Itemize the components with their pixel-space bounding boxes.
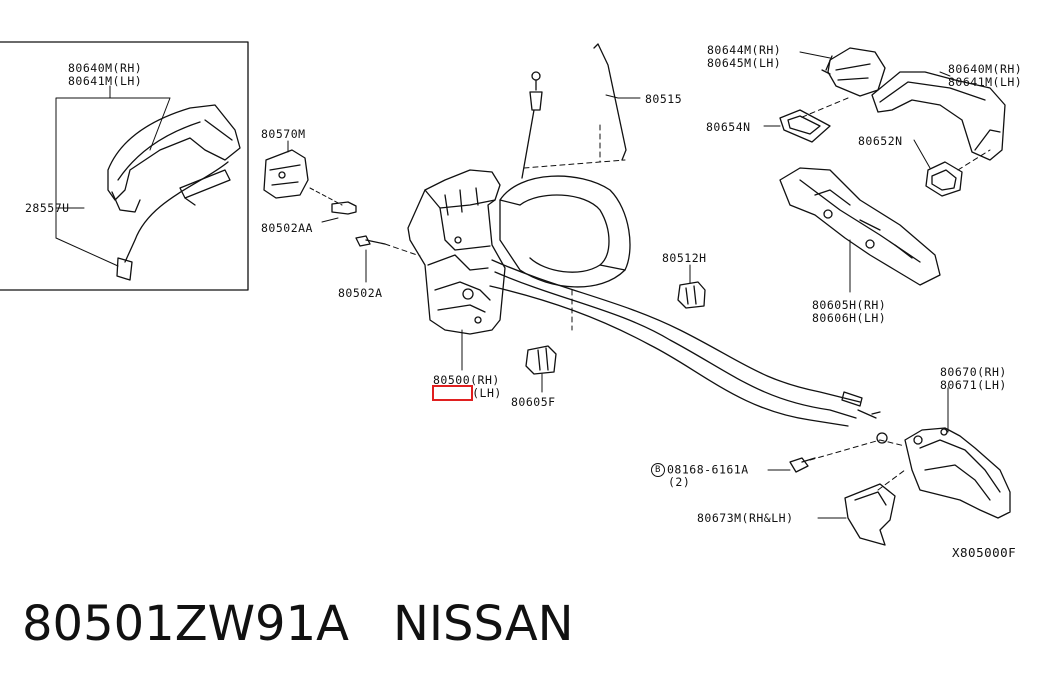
label-08168-qty: (2)	[668, 475, 691, 489]
label-80500-rh: 80500(RH)	[433, 373, 500, 387]
label-80641m-lh-left: 80641M(LH)	[68, 74, 143, 88]
label-80512h: 80512H	[662, 251, 707, 265]
inset-cable	[124, 161, 229, 263]
label-28557u: 28557U	[25, 201, 70, 215]
lock-rod	[593, 43, 627, 161]
label-80671-lh: 80671(LH)	[940, 378, 1007, 392]
clip-80512h	[677, 264, 706, 309]
inset-frame	[0, 41, 249, 291]
lock-knob-rod	[521, 79, 543, 179]
caption-part-number: 80501ZW91A	[22, 596, 349, 652]
door-lock-actuator	[407, 169, 506, 371]
bolt-80502a	[355, 235, 421, 283]
caption: 80501ZW91A NISSAN	[22, 596, 574, 652]
label-80645m-lh: 80645M(LH)	[707, 56, 782, 70]
bolt-08168	[767, 457, 816, 473]
bolt-marker-icon: B	[651, 463, 665, 477]
gasket-80654n	[763, 109, 831, 143]
gasket-80652n	[913, 139, 991, 197]
cable-guard	[499, 175, 631, 288]
screw-80502aa	[309, 187, 357, 223]
escutcheon-80644m	[799, 47, 886, 97]
handle-bracket-80605h	[779, 167, 941, 293]
label-80652n: 80652N	[858, 134, 903, 148]
label-80515: 80515	[645, 92, 683, 106]
label-80606h-lh: 80606H(LH)	[812, 311, 887, 325]
caption-brand: NISSAN	[392, 596, 574, 652]
label-80502aa: 80502AA	[261, 221, 313, 235]
label-80670-rh: 80670(RH)	[940, 365, 1007, 379]
label-80644m-rh: 80644M(RH)	[707, 43, 782, 57]
drawing-id: X805000F	[952, 545, 1017, 560]
label-80640m-rh-right: 80640M(RH)	[948, 62, 1023, 76]
label-80605h-rh: 80605H(RH)	[812, 298, 887, 312]
label-80501-suffix: (LH)	[472, 386, 502, 400]
label-80570m: 80570M	[261, 127, 306, 141]
label-80501-lh[interactable]: 80501(LH)	[431, 385, 502, 401]
label-80654n: 80654N	[706, 120, 751, 134]
escutcheon-80673m	[817, 469, 906, 546]
label-80605f: 80605F	[511, 395, 556, 409]
inside-handle-80670	[904, 387, 1011, 519]
label-80502a: 80502A	[338, 286, 383, 300]
highlighted-part-number[interactable]: 80501	[431, 385, 474, 401]
label-08168-text: 08168-6161A	[667, 462, 749, 477]
label-80641m-lh-right: 80641M(LH)	[948, 75, 1023, 89]
outside-handle-inset	[107, 104, 241, 213]
label-80673m: 80673M(RH&LH)	[697, 511, 794, 525]
label-80640m-rh-left: 80640M(RH)	[68, 61, 143, 75]
outside-handle-80640m-right	[871, 71, 1006, 161]
clip-80605f	[525, 345, 557, 393]
bracket-80570m	[263, 140, 309, 199]
inside-handle-cable-1	[491, 259, 861, 403]
